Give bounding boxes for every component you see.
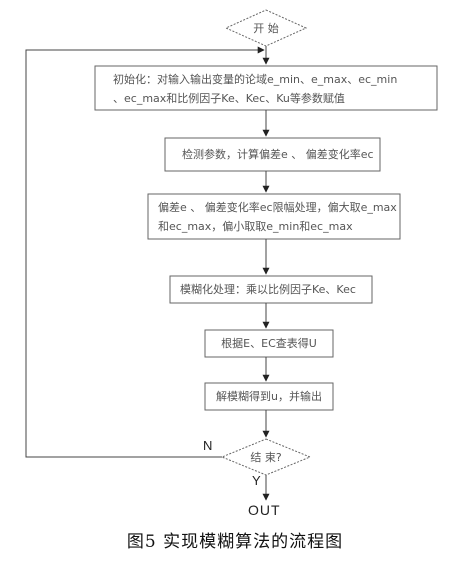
- output-label: OUT: [248, 502, 281, 518]
- yes-branch-label: Y: [252, 473, 261, 488]
- step-init-line-1: 初始化：对输入输出变量的论域e_min、e_max、ec_min: [113, 73, 398, 86]
- step-init-line-2: 、ec_max和比例因子Ke、Kec、Ku等参数赋值: [113, 92, 345, 105]
- step-box-detect: [164, 137, 381, 172]
- loop-back-line-n: [25, 46, 265, 458]
- step-limit-line-2: 和ec_max，偏小取取e_min和ec_max: [158, 220, 353, 233]
- step-box-lookup: [204, 329, 334, 358]
- decision-label: 结 束?: [250, 451, 282, 464]
- step-fuzzify-line-1: 模糊化处理：乘以比例因子Ke、Kec: [180, 283, 356, 296]
- step-defuzzify-line-1: 解模糊得到u，并输出: [216, 390, 322, 403]
- figure-caption: 图5 实现模糊算法的流程图: [126, 532, 344, 552]
- no-branch-label: N: [203, 438, 213, 453]
- start-label: 开 始: [253, 22, 279, 35]
- step-box-fuzzify: [169, 275, 373, 304]
- step-box-limit: [147, 193, 401, 240]
- step-box-defuzzify: [204, 382, 334, 411]
- step-lookup-line-1: 根据E、EC查表得U: [221, 337, 317, 350]
- step-detect-line-1: 检测参数，计算偏差e 、 偏差变化率ec: [182, 148, 374, 161]
- step-limit-line-1: 偏差e 、 偏差变化率ec限幅处理，偏大取e_max: [158, 201, 397, 214]
